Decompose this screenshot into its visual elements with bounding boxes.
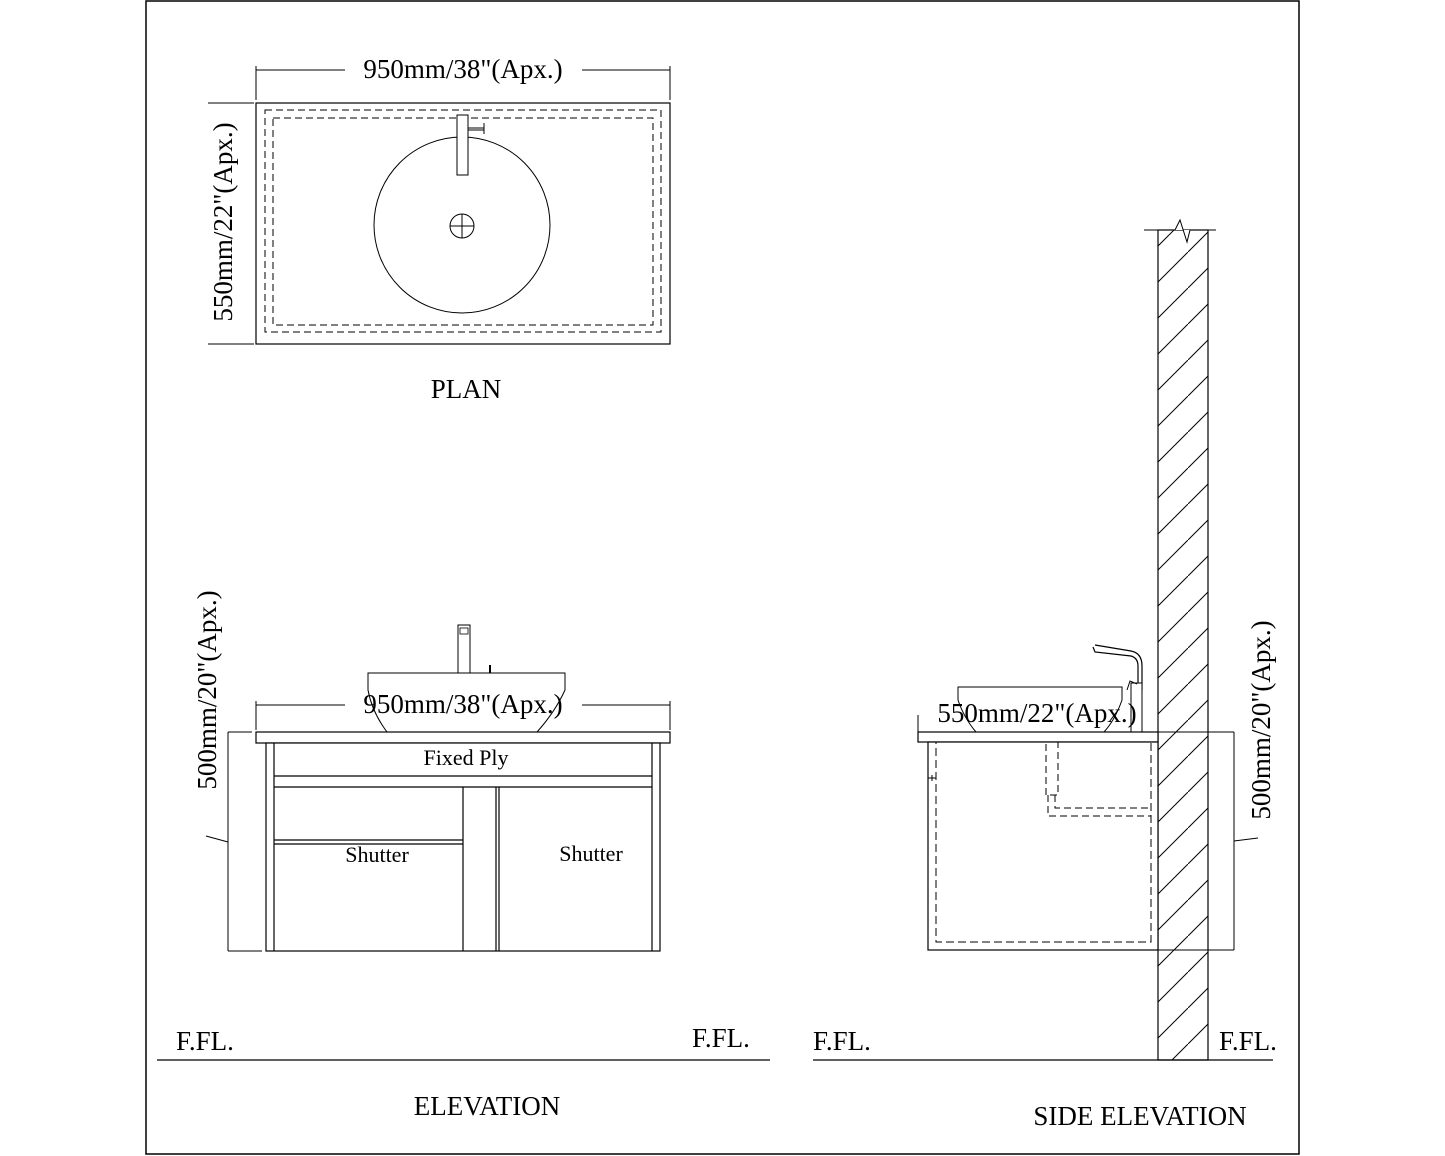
shutter-right-label: Shutter — [559, 841, 623, 866]
elevation-width-dimension: 950mm/38"(Apx.) — [363, 689, 562, 719]
side-floor-label-right: F.FL. — [1219, 1026, 1277, 1056]
fixed-ply-label: Fixed Ply — [424, 745, 509, 770]
plan-view: 950mm/38"(Apx.) 550mm/22"(Apx.) PLAN — [208, 54, 671, 404]
shutter-left-label: Shutter — [345, 842, 409, 867]
side-elevation-view: 550mm/22"(Apx.) 500mm/20"(Apx.) F.FL. F.… — [813, 218, 1277, 1131]
elevation-height-dimension: 500mm/20"(Apx.) — [192, 590, 222, 789]
side-elevation-title: SIDE ELEVATION — [1033, 1101, 1246, 1131]
elevation-title: ELEVATION — [414, 1091, 560, 1121]
side-floor-label-left: F.FL. — [813, 1026, 871, 1056]
plan-width-dimension: 950mm/38"(Apx.) — [363, 54, 562, 84]
elevation-view: 950mm/38"(Apx.) 500mm/20"(Apx.) Fixed Pl… — [157, 590, 770, 1121]
faucet-side-icon — [1092, 644, 1143, 748]
sheet-frame — [145, 0, 1300, 1155]
side-height-dimension: 500mm/20"(Apx.) — [1246, 620, 1276, 819]
faucet-plan-icon — [456, 114, 485, 176]
wall-section — [1157, 229, 1209, 1061]
plan-depth-dimension: 550mm/22"(Apx.) — [208, 122, 238, 321]
elevation-floor-label-right: F.FL. — [692, 1023, 750, 1053]
drain-icon — [449, 213, 475, 239]
elevation-floor-label-left: F.FL. — [176, 1026, 234, 1056]
plan-title: PLAN — [431, 374, 502, 404]
side-depth-dimension: 550mm/22"(Apx.) — [937, 698, 1136, 728]
